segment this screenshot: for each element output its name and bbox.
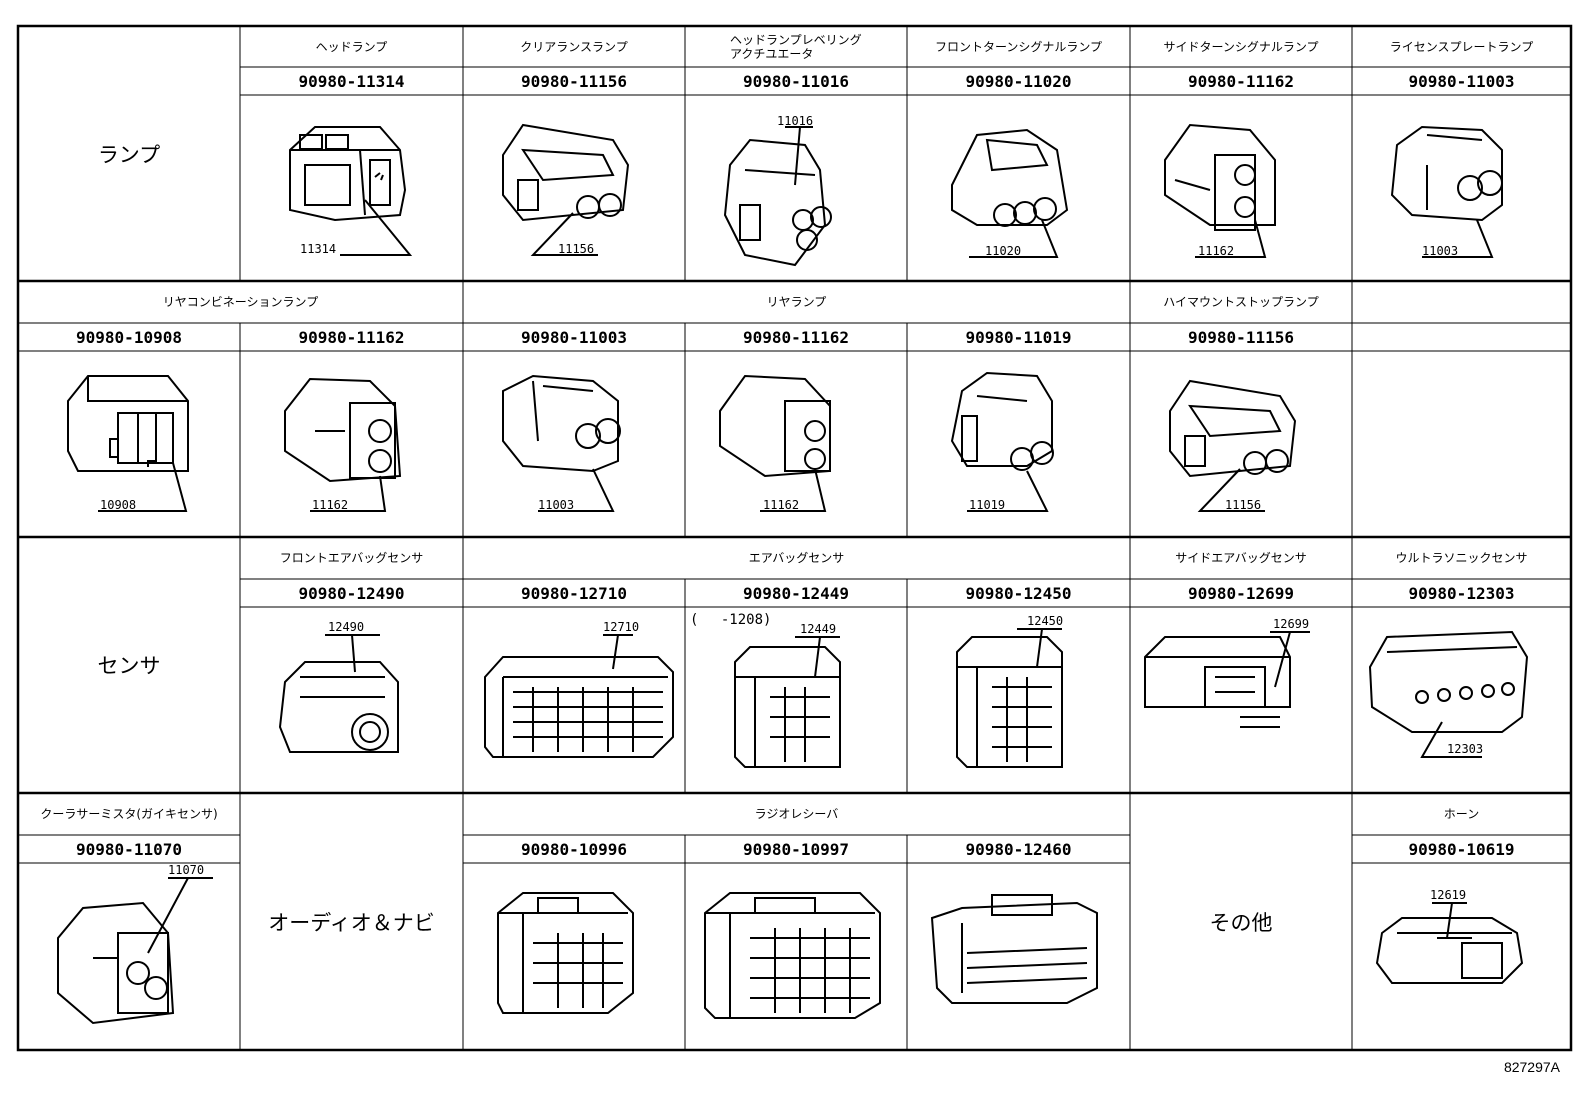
part-number: 90980-11162 (1188, 71, 1294, 91)
header-horn: ホーン (1443, 807, 1480, 821)
part-number: 90980-10996 (521, 839, 627, 859)
svg-text:11016: 11016 (777, 114, 813, 128)
header-front-turn-signal: フロントターンシグナルランプ (934, 39, 1103, 54)
validity-note: ( -1208) (690, 612, 772, 628)
svg-text:11162: 11162 (312, 498, 348, 512)
header-license-plate-lamp: ライセンスプレートランプ (1389, 39, 1534, 54)
svg-text:11003: 11003 (1422, 244, 1458, 258)
header-side-airbag-sensor: サイドエアバッグセンサ (1175, 551, 1307, 565)
svg-text:12619: 12619 (1430, 888, 1466, 902)
connector-illustration: 12619 (1352, 888, 1571, 1050)
part-number: 90980-12710 (521, 583, 627, 603)
header-leveling-actuator: ヘッドランプレベリング アクチユエータ (730, 32, 862, 61)
header-front-airbag-sensor: フロントエアバッグセンサ (279, 551, 424, 565)
svg-text:12450: 12450 (1027, 614, 1063, 628)
part-number: 90980-10619 (1408, 839, 1515, 859)
connector-illustration: 12699 (1130, 617, 1352, 793)
connector-illustration: 12490 (240, 620, 463, 793)
svg-text:12449: 12449 (800, 622, 836, 636)
svg-text:12490: 12490 (328, 620, 364, 634)
part-number: 90980-11156 (521, 71, 627, 91)
header-rear-lamp: リヤランプ (766, 295, 827, 309)
part-number: 90980-11020 (965, 71, 1072, 91)
svg-text:12303: 12303 (1447, 742, 1483, 756)
connector-illustration: 12303 (1352, 607, 1571, 793)
part-number: 90980-10997 (743, 839, 849, 859)
connector-illustration (685, 863, 907, 1050)
part-number: 90980-11016 (743, 71, 849, 91)
connector-illustration (463, 863, 685, 1050)
part-number: 90980-12450 (965, 583, 1072, 603)
part-number: 90980-11070 (76, 839, 182, 859)
connector-illustration: 11003 (463, 351, 685, 512)
category-audio-navi: オーディオ＆ナビ (268, 910, 435, 935)
connector-illustration: 11020 (907, 95, 1130, 258)
connector-illustration: 10908 (18, 351, 240, 512)
part-number: 90980-12490 (298, 583, 405, 603)
connector-illustration: 11156 (1130, 351, 1352, 512)
svg-text:11156: 11156 (558, 242, 594, 256)
part-number: 90980-11003 (521, 327, 627, 347)
svg-text:12699: 12699 (1273, 617, 1309, 631)
connector-illustration: 11162 (685, 351, 907, 512)
part-number: 90980-11162 (743, 327, 849, 347)
part-number: 90980-11003 (1408, 71, 1515, 91)
connector-illustration: 11162 (240, 351, 463, 512)
header-radio-receiver: ラジオレシーバ (754, 807, 839, 821)
svg-text:12710: 12710 (603, 620, 639, 634)
connector-illustration: 11003 (1352, 95, 1571, 258)
header-side-turn-signal: サイドターンシグナルランプ (1163, 39, 1319, 54)
header-rear-combination-lamp: リヤコンビネーションランプ (162, 295, 319, 309)
svg-text:11314: 11314 (300, 242, 336, 256)
category-sensor: センサ (97, 654, 161, 678)
part-number: 90980-11162 (298, 327, 405, 347)
header-clearance-lamp: クリアランスランプ (520, 39, 628, 54)
category-lamp: ランプ (97, 142, 161, 167)
part-number: 90980-11314 (298, 71, 405, 91)
connector-illustration: 11016 (685, 114, 907, 281)
part-number: 90980-12460 (965, 839, 1072, 859)
svg-text:11070: 11070 (168, 863, 204, 877)
diagram-id: 827297A (1503, 1059, 1560, 1075)
category-other: その他 (1209, 910, 1273, 935)
svg-text:11162: 11162 (1198, 244, 1234, 258)
svg-text:11019: 11019 (969, 498, 1005, 512)
part-number: 90980-11156 (1188, 327, 1294, 347)
svg-text:11020: 11020 (985, 244, 1021, 258)
connector-illustration: 12710 (463, 620, 685, 793)
connector-illustration: 11156 (463, 95, 685, 256)
header-ultrasonic-sensor: ウルトラソニックセンサ (1395, 551, 1528, 565)
part-number: 90980-12699 (1188, 583, 1294, 603)
connector-illustration: 11019 (907, 351, 1130, 512)
header-high-mount-stop-lamp: ハイマウントストップランプ (1163, 295, 1319, 309)
part-number: 90980-10908 (76, 327, 182, 347)
connector-illustration: 11314 (240, 95, 463, 256)
part-number: 90980-11019 (965, 327, 1072, 347)
connector-illustration: 12449 (685, 622, 907, 793)
header-airbag-sensor: エアバッグセンサ (748, 551, 845, 565)
header-head-lamp: ヘッドランプ (315, 39, 388, 54)
svg-text:11156: 11156 (1225, 498, 1261, 512)
part-number: 90980-12449 (743, 583, 849, 603)
connector-illustration (907, 863, 1130, 1050)
connector-illustration: 11070 (18, 863, 240, 1050)
svg-text:11162: 11162 (763, 498, 799, 512)
svg-text:10908: 10908 (100, 498, 136, 512)
svg-text:11003: 11003 (538, 498, 574, 512)
part-number: 90980-12303 (1408, 583, 1515, 603)
connector-illustration: 12450 (907, 614, 1063, 793)
connector-illustration: 11162 (1130, 95, 1352, 258)
header-cooler-thermistor: クーラサーミスタ(ガイキセンサ) (40, 807, 218, 821)
